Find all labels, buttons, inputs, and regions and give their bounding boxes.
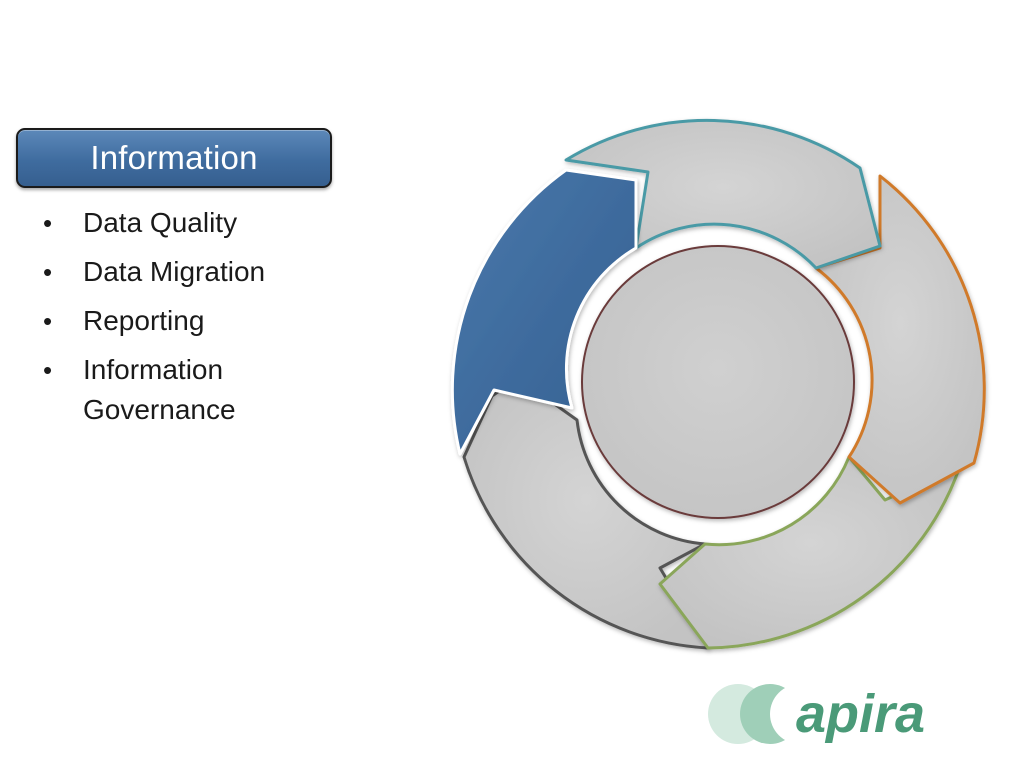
- bullet-item-data-quality: Data Quality: [38, 203, 368, 243]
- bullet-item-data-migration: Data Migration: [38, 252, 368, 292]
- cycle-diagram: [450, 118, 986, 650]
- logo-text: apira: [796, 684, 925, 744]
- cycle-segment-bottom-right: [658, 455, 962, 650]
- logo-swoosh-dark: [770, 684, 830, 744]
- cycle-segment-right: [814, 174, 986, 505]
- bullet-list: Data Quality Data Migration Reporting In…: [38, 203, 368, 439]
- cycle-segment-top: [564, 118, 882, 270]
- title-box: Information: [16, 128, 332, 188]
- bullet-item-information-governance: Information Governance: [38, 350, 283, 430]
- title-text: Information: [90, 139, 258, 176]
- apira-logo: apira: [708, 684, 925, 744]
- bullet-item-reporting: Reporting: [38, 301, 368, 341]
- cycle-hub: [581, 245, 855, 519]
- cycle-segment-highlighted: [450, 168, 638, 456]
